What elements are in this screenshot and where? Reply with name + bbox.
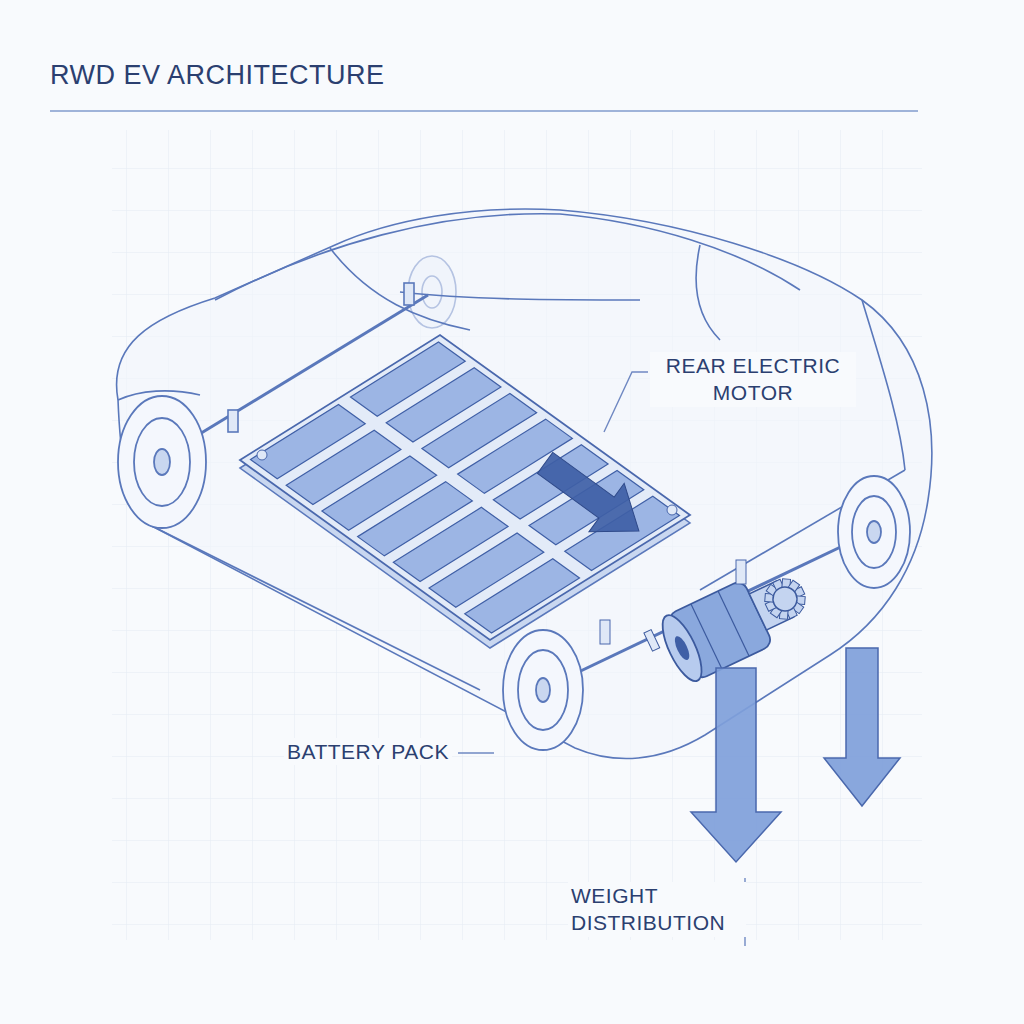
motor-band (718, 591, 749, 656)
motor-mount (600, 620, 610, 644)
wheel-rim (852, 496, 896, 568)
label-box: WEIGHT DISTRIBUTION (568, 882, 746, 937)
gear (758, 572, 811, 625)
part-label: BATTERY PACK (284, 738, 452, 765)
battery-cell (465, 559, 580, 633)
title-rule (50, 110, 918, 112)
wheel-rim (134, 418, 190, 506)
leader-line (604, 372, 648, 432)
motor-shaft (672, 634, 692, 662)
label-box: BATTERY PACK (284, 738, 452, 765)
car-body (117, 209, 932, 759)
car-wireframe (117, 209, 932, 759)
pack-bolt (257, 450, 267, 460)
weight-arrow (824, 648, 900, 806)
part-label: WEIGHT DISTRIBUTION (568, 882, 746, 937)
wheel-hub (867, 521, 881, 543)
wheel-hub (154, 449, 170, 475)
wheel (118, 396, 206, 528)
pack-arrow (527, 439, 656, 556)
title-box: RWD EV ARCHITECTURE (50, 58, 385, 93)
wheel-rim (518, 650, 568, 730)
battery-cells (251, 342, 680, 633)
gear-wheel (769, 583, 801, 615)
axle-mount (228, 410, 238, 432)
motor-mount (644, 630, 660, 651)
rear-glass-line (696, 245, 720, 340)
motor-mount (736, 560, 746, 584)
diagram-title: RWD EV ARCHITECTURE (50, 58, 385, 93)
wheel-hub (536, 678, 550, 702)
wheel (503, 630, 583, 750)
battery-pack-drawing (240, 335, 690, 648)
direction-arrow (527, 439, 656, 556)
label-box: REAR ELECTRIC MOTOR (650, 352, 856, 407)
windshield-line (330, 248, 470, 330)
pack-bolt (667, 505, 677, 515)
motor-end (655, 610, 709, 686)
wheel (838, 476, 910, 588)
part-label: REAR ELECTRIC MOTOR (650, 352, 856, 407)
rear-wheels (118, 396, 910, 750)
weight-arrow (691, 668, 781, 862)
roof-line (215, 214, 800, 300)
leader-line (458, 752, 494, 753)
rear-line (862, 300, 905, 470)
window-line (400, 292, 640, 300)
axle-mount (404, 283, 414, 305)
pack-tray (240, 335, 690, 640)
